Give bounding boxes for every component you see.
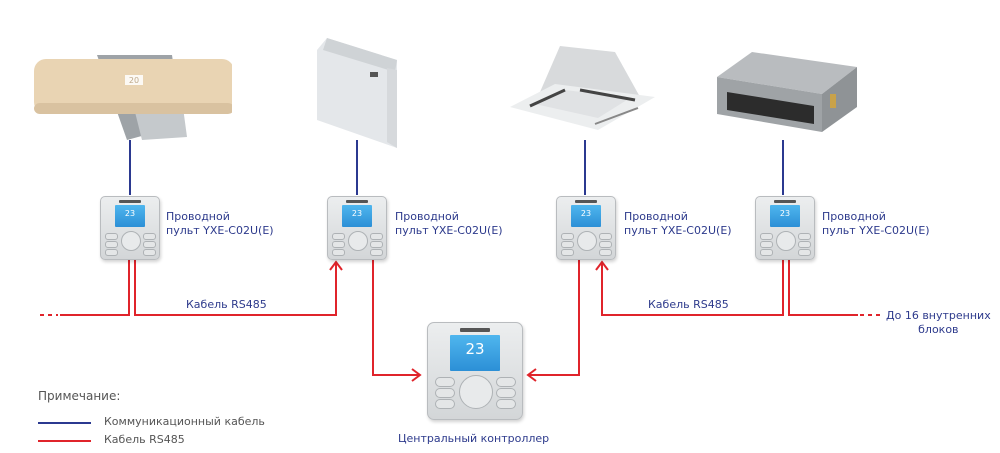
remote-button[interactable] (798, 241, 811, 248)
remote-button[interactable] (599, 233, 612, 240)
brand-logo (774, 200, 796, 203)
remote-button[interactable] (599, 249, 612, 256)
central-controller[interactable]: 23 (427, 322, 523, 420)
controller-button[interactable] (435, 377, 455, 387)
floor-ceiling-unit-illustration (317, 38, 397, 148)
remote-button[interactable] (143, 249, 156, 256)
rs485-right-out (788, 260, 858, 316)
legend-title: Примечание: (38, 389, 121, 403)
wired-remote-1-label: Проводной пульт YXE-C02U(E) (166, 210, 274, 238)
rs485-central-to-remote3 (528, 260, 580, 376)
wall-unit-illustration: 20 (34, 55, 234, 140)
remote-button[interactable] (798, 249, 811, 256)
remote-screen: 23 (770, 205, 800, 227)
rs485-arrow-central-left (411, 368, 422, 382)
remote-button[interactable] (370, 233, 383, 240)
brand-logo (346, 200, 368, 203)
central-controller-screen: 23 (450, 335, 500, 371)
indoor-unit-cassette (510, 42, 660, 132)
rs485-remote1-to-remote2 (134, 260, 337, 316)
wired-remote-3-label: Проводной пульт YXE-C02U(E) (624, 210, 732, 238)
remote-button[interactable] (561, 241, 574, 248)
legend-line-rs485 (38, 440, 91, 442)
remote-label-line1: Проводной (395, 210, 459, 223)
remote-button[interactable] (105, 233, 118, 240)
remote-dpad[interactable] (348, 231, 368, 251)
remote-button[interactable] (143, 233, 156, 240)
cable-label-left: Кабель RS485 (186, 298, 267, 311)
ducted-unit-illustration (717, 52, 857, 132)
remote-button[interactable] (332, 241, 345, 248)
wired-remote-3[interactable]: 23 (556, 196, 616, 260)
remote-button[interactable] (561, 233, 574, 240)
wired-remote-4[interactable]: 23 (755, 196, 815, 260)
rs485-remote4-to-remote3 (601, 260, 784, 316)
rs485-arrow-central-right (526, 368, 537, 382)
remote-screen: 23 (571, 205, 601, 227)
remote-label-line1: Проводной (166, 210, 230, 223)
remote-button[interactable] (332, 249, 345, 256)
remote-dpad[interactable] (577, 231, 597, 251)
central-controller-label: Центральный контроллер (398, 432, 550, 445)
controller-button[interactable] (496, 399, 516, 409)
controller-button[interactable] (496, 388, 516, 398)
legend-label-comm: Коммуникационный кабель (104, 415, 265, 428)
remote-button[interactable] (760, 241, 773, 248)
remote-dpad[interactable] (121, 231, 141, 251)
rs485-left-in (60, 260, 130, 316)
remote-dpad[interactable] (776, 231, 796, 251)
controller-dpad[interactable] (459, 375, 493, 409)
remote-label-line2: пульт YXE-C02U(E) (395, 224, 503, 237)
remote-label-line1: Проводной (822, 210, 886, 223)
cable-label-right: Кабель RS485 (648, 298, 729, 311)
wired-remote-2-label: Проводной пульт YXE-C02U(E) (395, 210, 503, 238)
extension-note-line1: До 16 внутренних (886, 309, 991, 322)
remote-label-line2: пульт YXE-C02U(E) (166, 224, 274, 237)
remote-button[interactable] (370, 241, 383, 248)
wired-remote-2[interactable]: 23 (327, 196, 387, 260)
controller-button[interactable] (435, 399, 455, 409)
wall-unit-display: 20 (129, 76, 139, 85)
remote-button[interactable] (760, 249, 773, 256)
remote-button[interactable] (332, 233, 345, 240)
wired-remote-1[interactable]: 23 (100, 196, 160, 260)
brand-logo (119, 200, 141, 203)
controller-button[interactable] (435, 388, 455, 398)
remote-button[interactable] (798, 233, 811, 240)
rs485-arrow-remote2 (329, 260, 343, 271)
legend-label-rs485: Кабель RS485 (104, 433, 185, 446)
remote-label-line2: пульт YXE-C02U(E) (624, 224, 732, 237)
rs485-arrow-remote3 (595, 260, 609, 271)
indoor-unit-floor-ceiling (315, 30, 405, 150)
remote-label-line1: Проводной (624, 210, 688, 223)
extension-note: До 16 внутренних блоков (886, 309, 991, 337)
extension-note-line2: блоков (918, 323, 959, 336)
controller-button[interactable] (496, 377, 516, 387)
remote-screen: 23 (115, 205, 145, 227)
brand-logo (460, 328, 490, 332)
remote-button[interactable] (561, 249, 574, 256)
indoor-unit-wall-mounted: 20 (32, 45, 234, 145)
legend-line-comm (38, 422, 91, 424)
remote-screen: 23 (342, 205, 372, 227)
brand-logo (575, 200, 597, 203)
remote-button[interactable] (370, 249, 383, 256)
remote-button[interactable] (105, 249, 118, 256)
wired-remote-4-label: Проводной пульт YXE-C02U(E) (822, 210, 930, 238)
remote-button[interactable] (143, 241, 156, 248)
remote-button[interactable] (760, 233, 773, 240)
indoor-unit-ducted (712, 52, 862, 142)
remote-button[interactable] (105, 241, 118, 248)
remote-button[interactable] (599, 241, 612, 248)
remote-label-line2: пульт YXE-C02U(E) (822, 224, 930, 237)
rs485-remote2-to-central (372, 260, 420, 376)
cassette-unit-illustration (510, 46, 655, 130)
